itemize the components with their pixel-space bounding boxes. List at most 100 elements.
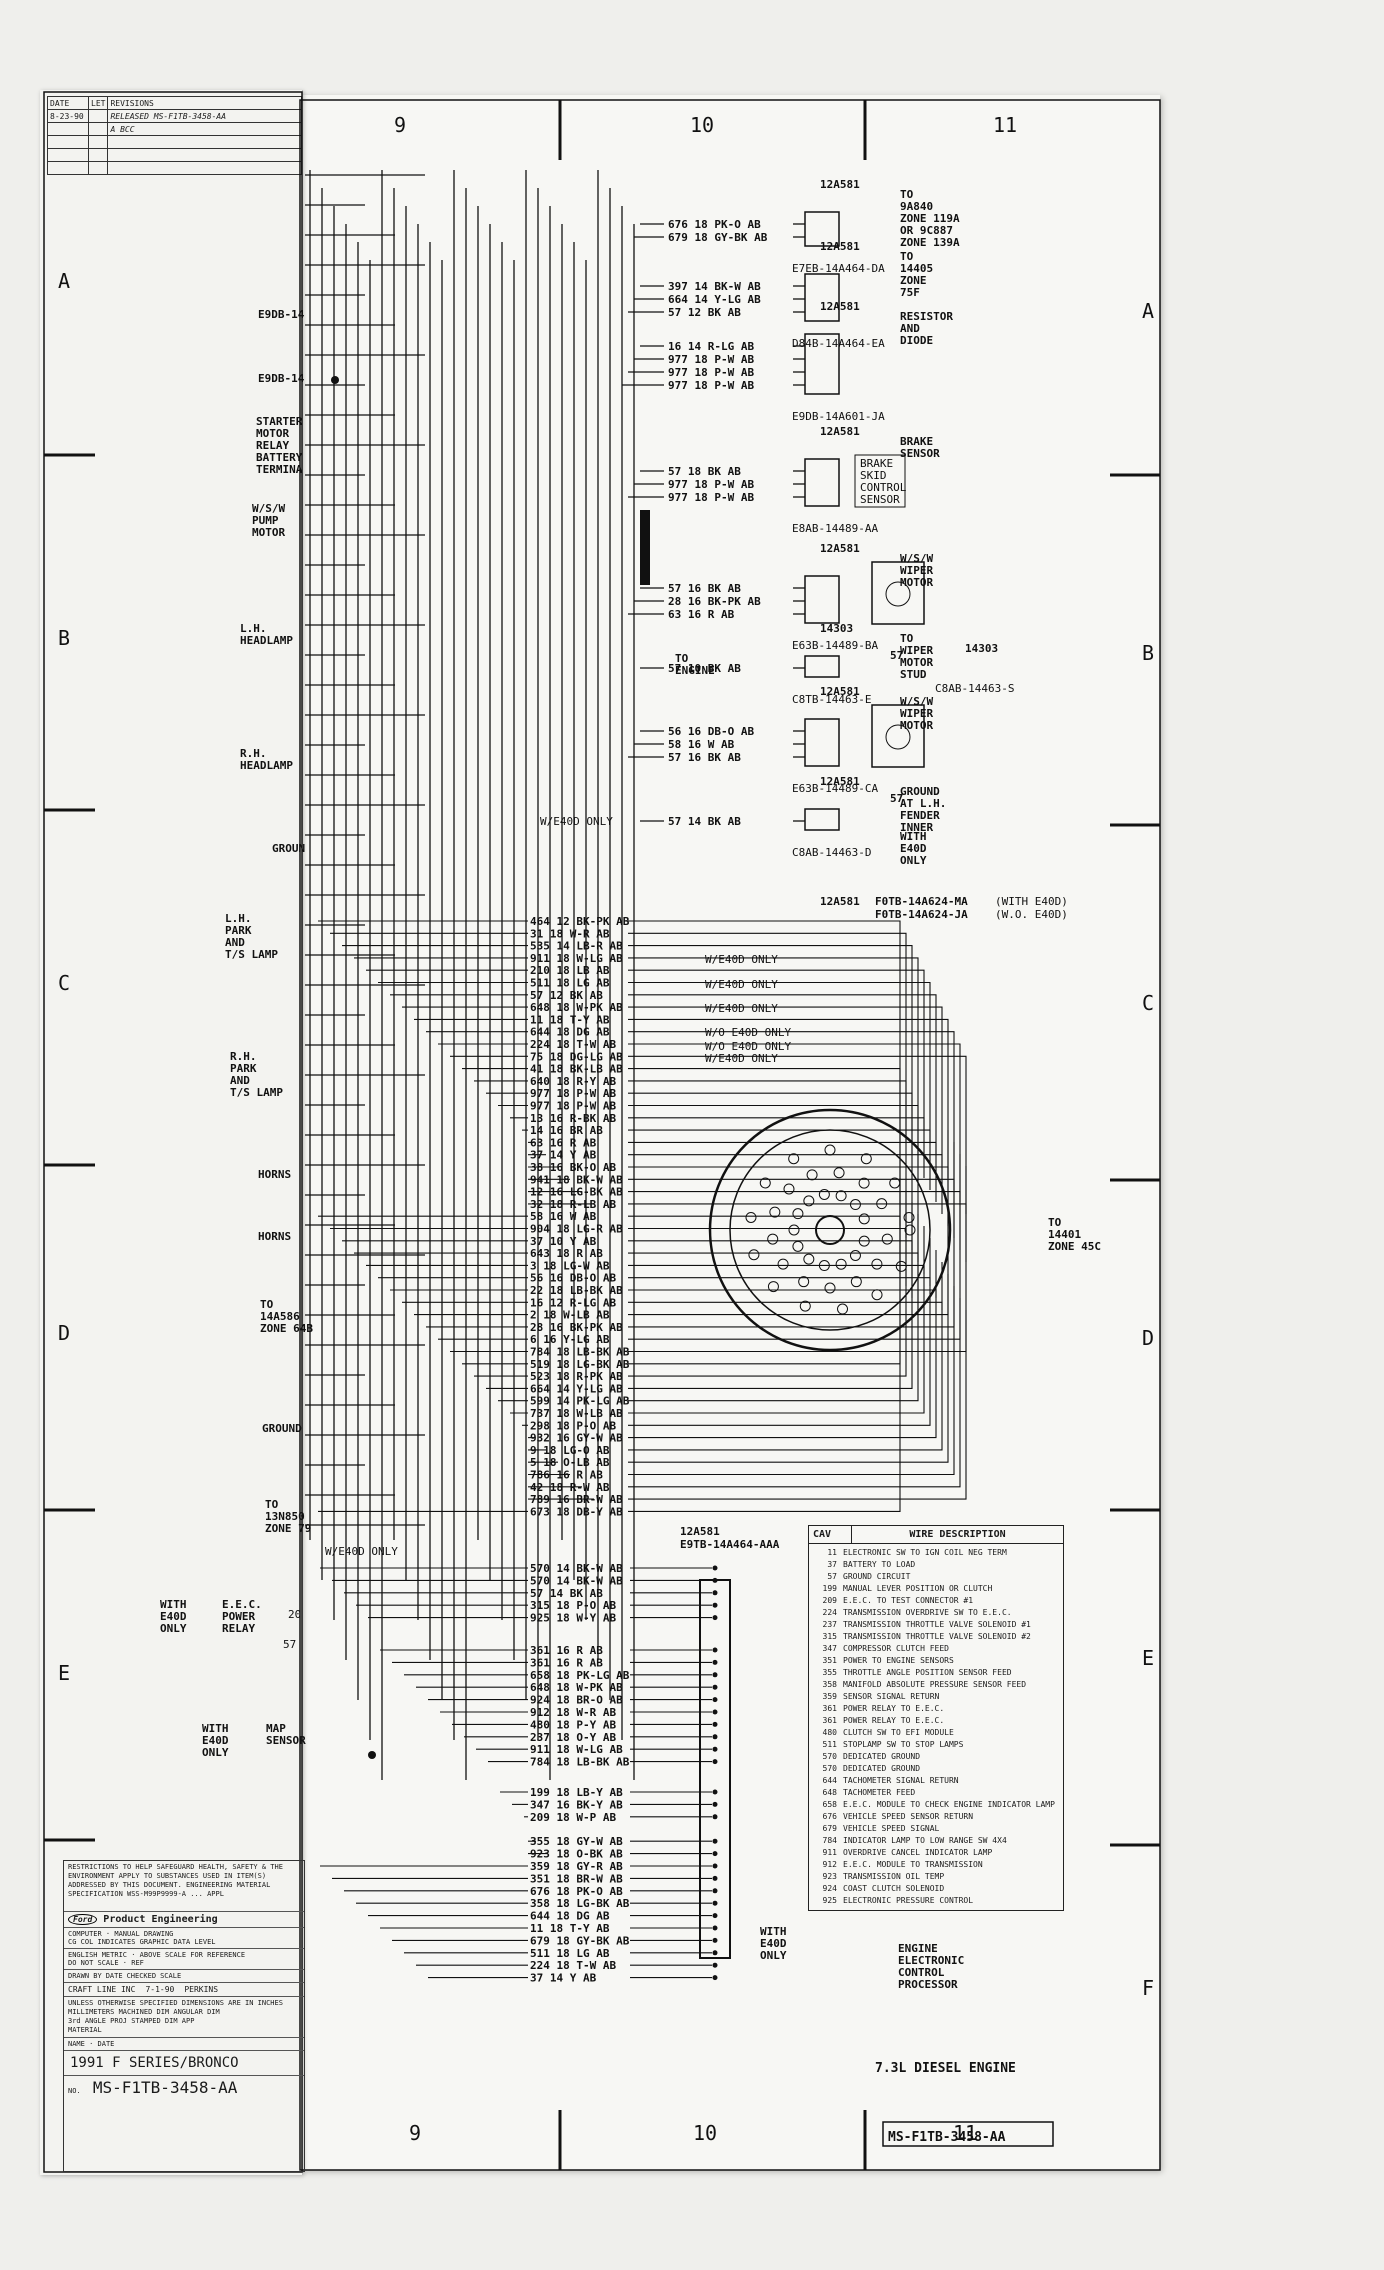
round-connector-center [815,1215,845,1245]
wire-label: 13 16 R-BK AB [530,1112,616,1125]
wire [628,1262,943,1451]
name-row: NAME · DATE [64,2038,304,2051]
wire-label: 57 10 BK AB [668,662,741,675]
cav-description: OVERDRIVE CANCEL INDICATOR LAMP [843,1848,993,1857]
left-component-label-line: HEADLAMP [240,759,293,772]
grid-row-label: B [58,626,70,650]
wire [628,1226,925,1414]
connector-destination-line: 75F [900,286,920,299]
round-connector-pin [803,1253,815,1265]
processor-pin [712,1602,718,1608]
processor-with-note-line: WITH [760,1925,787,1938]
drawn-date: 7-1-90 [145,1985,175,1994]
connector-destination-line: OR 9C887 [900,224,953,237]
grid-row-label: C [58,971,70,995]
dims-note: UNLESS OTHERWISE SPECIFIED DIMENSIONS AR… [68,1999,283,2016]
cav-number: 912 [822,1860,837,1869]
processor-pin [712,1659,718,1665]
connector-destination-line: MOTOR [900,656,933,669]
above-scale: ABOVE SCALE FOR REFERENCE [139,1951,246,1959]
left-component-label-line: E40D [160,1610,187,1623]
cav-number: 511 [822,1740,837,1749]
left-component-label-line: R.H. [230,1050,257,1063]
wire-label: 679 18 GY-BK AB [668,231,768,244]
cav-number: 784 [822,1836,837,1845]
left-component-label-line: T/S LAMP [230,1086,283,1099]
splice-dot [368,1751,376,1759]
wire-label: 648 18 W-PK AB [530,1681,623,1694]
connector-destination-line: STUD [900,668,927,681]
processor-with-note-line: E40D [760,1937,787,1950]
grid-row-label: F [1142,1976,1154,2000]
cav-description: TACHOMETER SIGNAL RETURN [843,1776,959,1785]
grid-column-label: 11 [953,2121,977,2145]
wire-label: 977 18 P-W AB [668,379,754,392]
drawn-by-values: CRAFT LINE INC 7-1-90 PERKINS [64,1983,304,1997]
splice-dot [331,376,339,384]
connector-body [804,458,840,507]
connector-destination-line: MOTOR [900,719,933,732]
company-row: Ford Product Engineering [64,1912,304,1928]
left-component-label-line: W/S/W [252,502,285,515]
left-component-label-line: MOTOR [252,526,285,539]
number-row: NO. MS-F1TB-3458-AA [64,2076,304,2099]
cav-number: 358 [822,1680,837,1689]
left-component-label: R.H.HEADLAMP [240,747,293,772]
wire-label: 209 18 W-P AB [530,1811,616,1824]
left-component-label: GROUND [262,1422,302,1435]
drawn-by-label: DRAWN BY [68,1972,102,1980]
cav-description: TRANSMISSION THROTTLE VALVE SOLENOID #1 [843,1620,1031,1629]
round-connector-destination-line: ZONE 45C [1048,1240,1101,1253]
motor-ground-number: 57 [890,792,903,805]
wire [628,1310,967,1500]
connector-destination-line: TO [900,250,914,263]
round-connector-pin [748,1249,760,1261]
grid-row-label: A [1142,299,1154,323]
connector-destination-line: 14405 [900,262,933,275]
wire [628,1252,919,1262]
connector-destination2-line: ONLY [900,854,927,867]
processor-pin [712,1590,718,1596]
cav-description: ELECTRONIC SW TO IGN COIL NEG TERM [843,1548,1007,1557]
processor-label-line: PROCESSOR [898,1978,958,1991]
round-connector-part: F0TB-14A624-JA [875,908,968,921]
wire-label: 977 18 P-W AB [530,1087,616,1100]
round-connector-pin [835,1258,847,1270]
round-connector-pin [788,1153,800,1165]
cav-table-header: CAV WIRE DESCRIPTION [809,1526,1063,1544]
left-component-label-line: BATTERY [256,451,303,464]
revision-table: DATE LET REVISIONS 8-23-90 RELEASED MS-F… [47,96,302,175]
dims-row: UNLESS OTHERWISE SPECIFIED DIMENSIONS AR… [64,1997,304,2038]
round-connector-part: F0TB-14A624-MA [875,895,968,908]
connector-destination-line: FENDER [900,809,940,822]
cav-number: 570 [822,1752,837,1761]
wire-label: 664 14 Y-LG AB [530,1382,623,1395]
round-connector-pin [783,1183,795,1195]
angle-note: 3rd ANGLE PROJ STAMPED DIM APP [68,2017,195,2025]
processor-pin [712,1647,718,1653]
connector-code: 12A581 [820,542,860,555]
wire-label: 58 16 W AB [530,1210,597,1223]
connector-destination2-line: WITH [900,830,927,843]
wire-label: 6 16 Y-LG AB [530,1333,610,1346]
processor-pin [712,1672,718,1678]
left-component-label-line: L.H. [240,622,267,635]
cav-description: POWER RELAY TO E.E.C. [843,1716,945,1725]
left-component-label-line: MOTOR [256,427,289,440]
round-connector-pin [792,1208,804,1220]
diagram-border [299,99,1161,2171]
wire-desc-header: WIRE DESCRIPTION [909,1529,1006,1540]
wire-label: 28 16 BK-PK AB [530,1321,623,1334]
